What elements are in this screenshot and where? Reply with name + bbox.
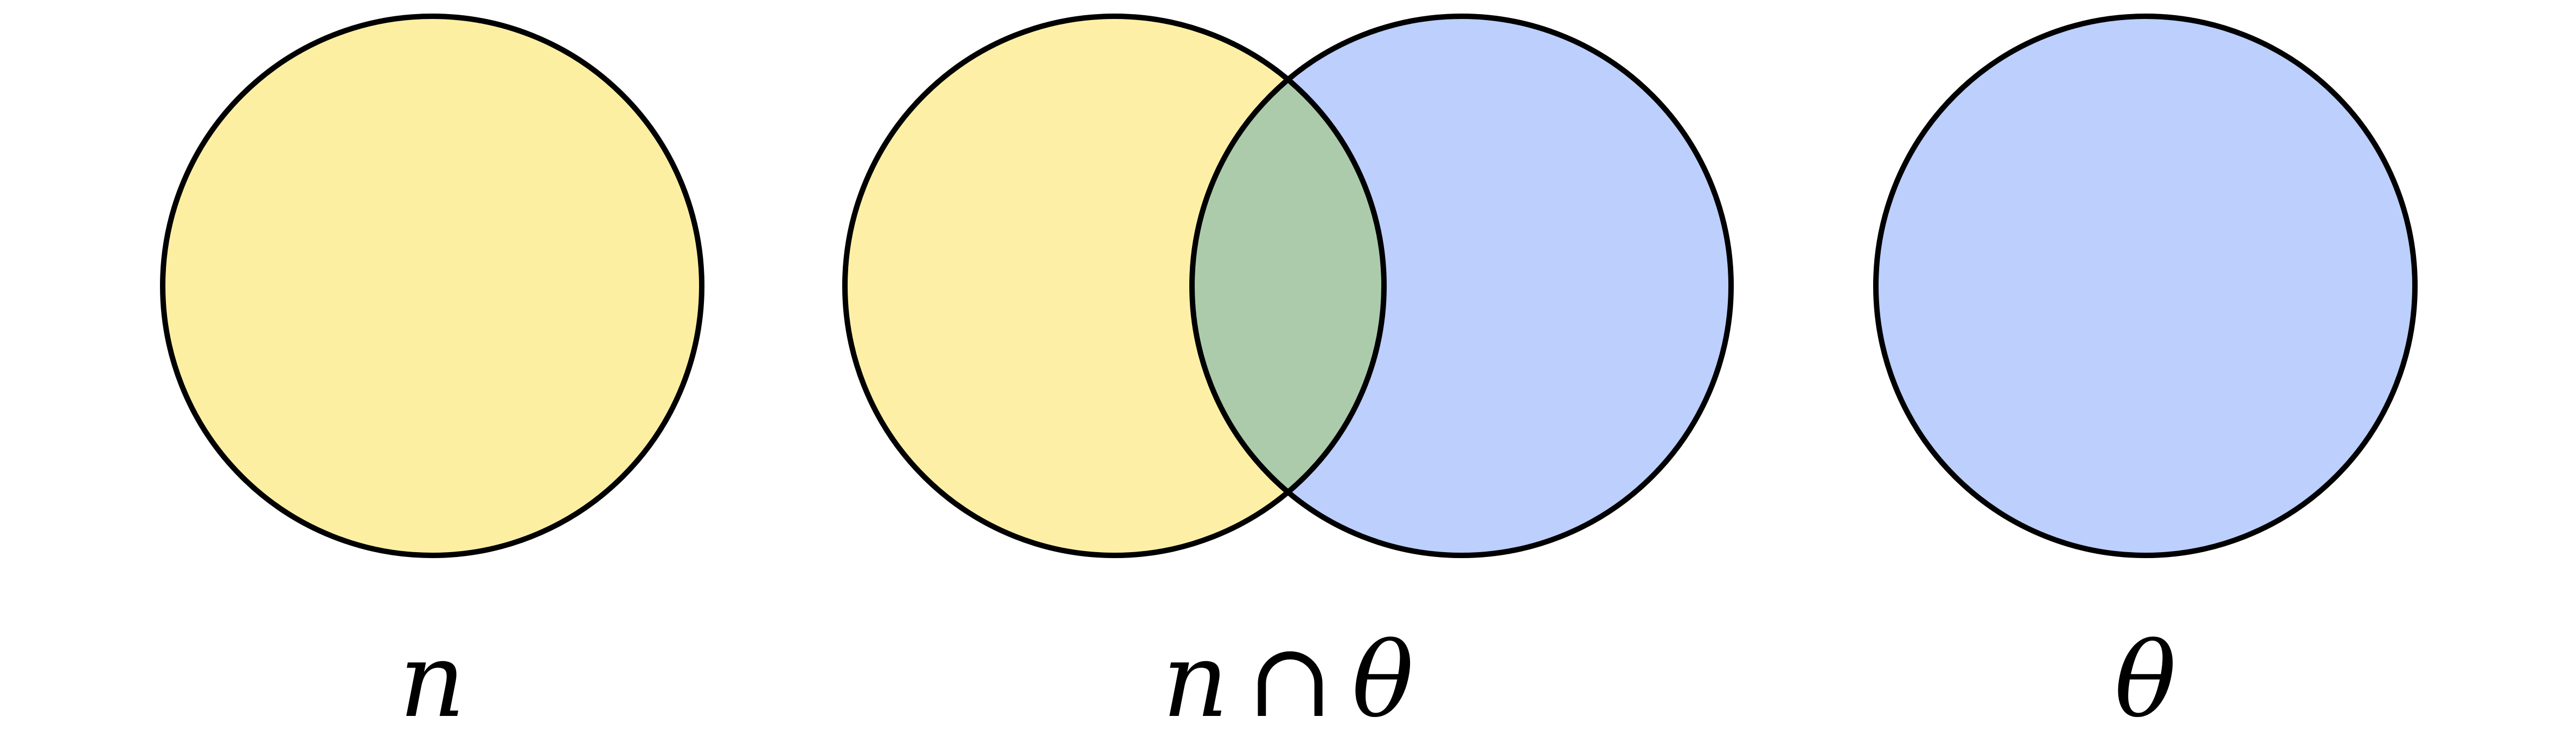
intersection-label-theta: θ xyxy=(1352,620,1414,736)
panel-set-theta: θ xyxy=(1873,14,2418,736)
panel-set-n: n xyxy=(160,14,704,736)
intersection-set-theta-outline xyxy=(1189,14,1734,558)
panel-intersection: n ∩ θ xyxy=(842,14,1734,736)
set-theta-circle xyxy=(1873,14,2418,558)
intersection-label-op: ∩ xyxy=(1247,620,1333,736)
set-theta-label: θ xyxy=(2114,620,2176,736)
intersection-label-n: n xyxy=(1162,620,1228,736)
intersection-label: n ∩ θ xyxy=(1162,620,1414,736)
intersection-region xyxy=(1192,16,1384,555)
set-n-label: n xyxy=(399,620,465,736)
set-n-circle xyxy=(160,14,704,558)
intersection-set-n-outline xyxy=(842,14,1387,558)
